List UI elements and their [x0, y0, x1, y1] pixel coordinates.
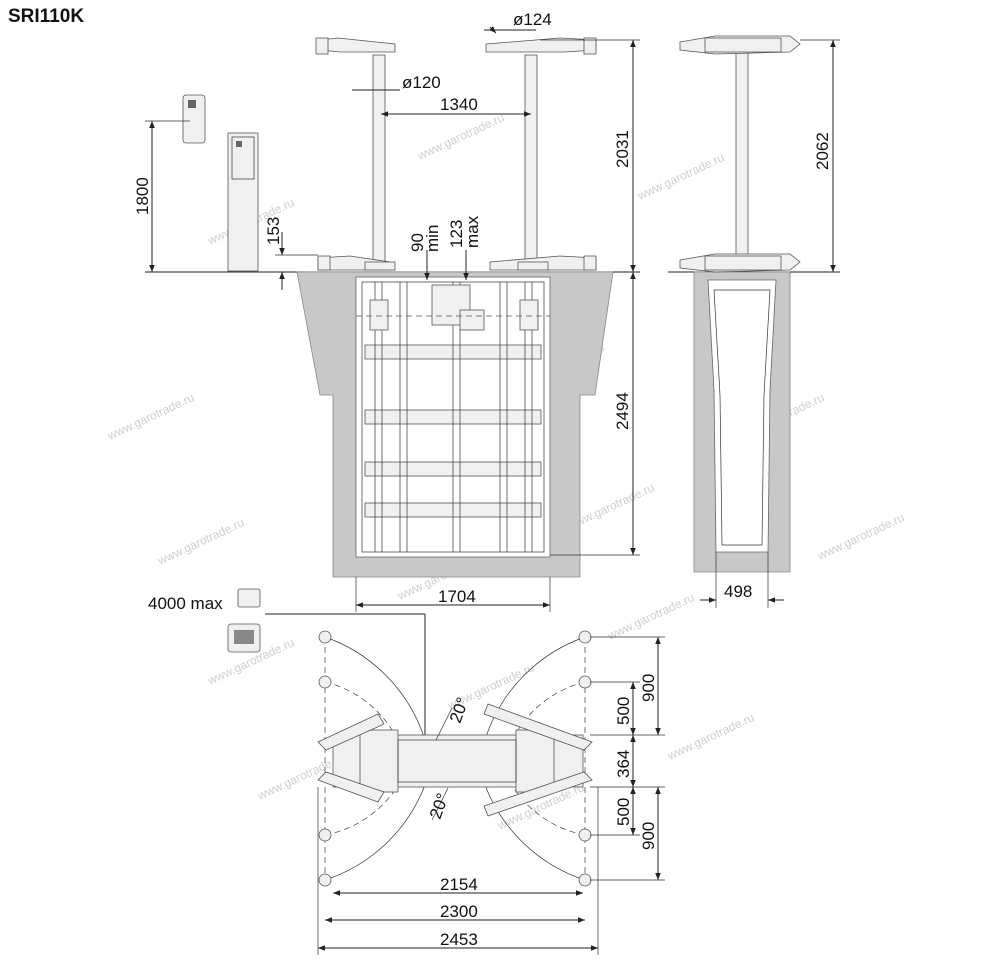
left-arm-top: [319, 37, 396, 53]
front-view: [145, 37, 640, 578]
dim-2453: 2453: [440, 930, 478, 949]
dim-900-bottom: 900: [639, 822, 658, 850]
left-column: [372, 54, 386, 269]
svg-text:www.garotrade.ru: www.garotrade.ru: [414, 110, 506, 163]
dim-500-top: 500: [614, 697, 633, 725]
side-view: 2062 498: [668, 35, 840, 608]
dim-2062: 2062: [813, 132, 832, 170]
dim-364: 364: [614, 750, 633, 778]
front-dimensions: ø124 ø120 1340 2031 2494 1800 153: [133, 10, 640, 612]
dim-reach: 4000 max: [148, 594, 223, 613]
dim-2300: 2300: [440, 902, 478, 921]
dim-153: 153: [264, 217, 283, 245]
angle-bottom: 20°: [426, 791, 453, 822]
dim-2494: 2494: [613, 392, 632, 430]
dim-1704: 1704: [438, 587, 476, 606]
dim-123: 123: [447, 220, 466, 248]
dim-min-label: min: [423, 225, 442, 252]
dim-max-label: max: [463, 215, 482, 248]
dim-2154: 2154: [440, 875, 478, 894]
dim-90: 90: [408, 233, 427, 252]
svg-text:www.garotrade.ru: www.garotrade.ru: [604, 590, 696, 643]
svg-text:www.garotrade.ru: www.garotrade.ru: [814, 510, 906, 563]
lift-frame: [356, 281, 550, 553]
page-title: SRI110K: [8, 6, 85, 27]
dim-1800: 1800: [133, 177, 152, 215]
svg-text:www.garotrade.ru: www.garotrade.ru: [104, 390, 196, 443]
svg-text:www.garotrade.ru: www.garotrade.ru: [664, 710, 756, 763]
top-view: 4000 max: [148, 588, 665, 955]
svg-text:www.garotrade.ru: www.garotrade.ru: [634, 150, 726, 203]
control-console: [182, 94, 259, 272]
dim-1340: 1340: [440, 95, 478, 114]
dim-2031: 2031: [613, 130, 632, 168]
dim-500-bottom: 500: [614, 798, 633, 826]
dim-900-top: 900: [639, 674, 658, 702]
svg-text:www.garotrade.ru: www.garotrade.ru: [154, 515, 246, 568]
dim-498: 498: [724, 582, 752, 601]
dim-d124: ø124: [513, 10, 552, 29]
side-column: [735, 49, 749, 263]
right-column: [524, 54, 538, 269]
dim-d120: ø120: [402, 73, 441, 92]
